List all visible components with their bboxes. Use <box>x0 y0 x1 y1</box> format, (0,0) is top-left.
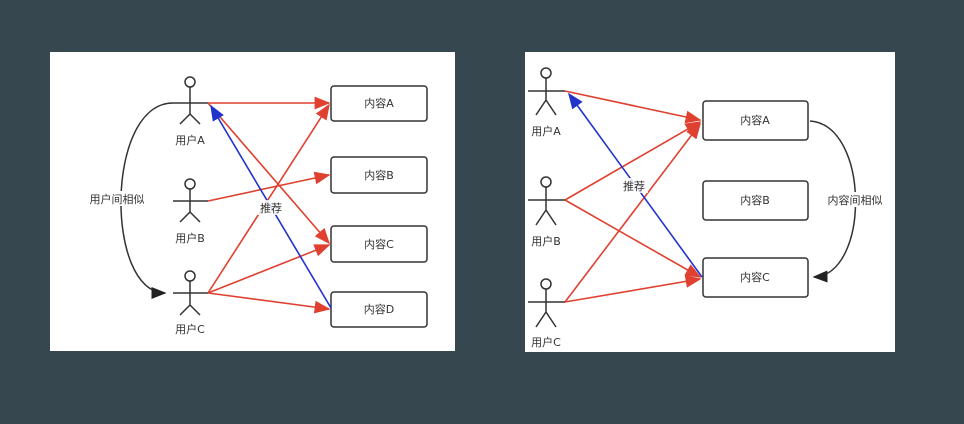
item-cf-panel: 用户A 用户B 用户C 内容A 内容B 内容C 内容间相似 推荐 <box>525 52 895 352</box>
user-similarity-label: 用户间相似 <box>90 192 145 206</box>
edge-c-itemA <box>564 122 701 303</box>
item-b-box <box>330 156 428 194</box>
item-a-box <box>330 85 428 122</box>
actor-user-b-icon <box>173 178 208 223</box>
edge-b-itemC <box>564 199 702 278</box>
user-cf-panel: 用户A 用户B 用户C 内容A 内容B 内容C 内容D 用户间相似 推荐 <box>50 52 455 351</box>
edge-c-itemC <box>207 244 331 294</box>
item-b-label: 内容B <box>364 168 394 182</box>
item-similarity-label: 内容间相似 <box>828 193 883 207</box>
edge-b-itemB <box>207 171 331 202</box>
item-a-label: 内容A <box>364 96 394 110</box>
actor-user-c-icon <box>173 270 208 316</box>
item-c-box <box>702 257 809 298</box>
recommend-label: 推荐 <box>623 179 645 193</box>
item-b-box <box>702 180 809 221</box>
item-d-box <box>330 291 428 328</box>
edge-c-itemD <box>207 292 331 314</box>
edge-c-itemA <box>207 103 330 294</box>
item-d-label: 内容D <box>364 302 394 316</box>
actor-user-a-icon <box>173 76 208 125</box>
item-c-box <box>330 225 428 263</box>
actor-user-c-icon <box>528 278 565 328</box>
edge-a-itemC <box>207 102 331 245</box>
actor-user-a-icon <box>528 67 565 116</box>
item-a-box <box>702 100 809 141</box>
edge-a-itemA <box>564 90 702 124</box>
actor-user-b-icon <box>528 176 565 226</box>
user-c-label: 用户C <box>175 322 205 336</box>
user-b-label: 用户B <box>175 231 205 245</box>
user-a-label: 用户A <box>175 133 205 147</box>
edge-c-itemC <box>564 275 702 303</box>
user-a-label: 用户A <box>531 124 561 138</box>
user-c-label: 用户C <box>531 335 561 349</box>
item-a-label: 内容A <box>740 113 770 127</box>
item-c-label: 内容C <box>740 270 770 284</box>
item-c-label: 内容C <box>364 237 394 251</box>
item-b-label: 内容B <box>740 193 770 207</box>
recommend-label: 推荐 <box>260 201 282 215</box>
edge-b-itemA <box>564 121 702 201</box>
user-b-label: 用户B <box>531 234 561 248</box>
